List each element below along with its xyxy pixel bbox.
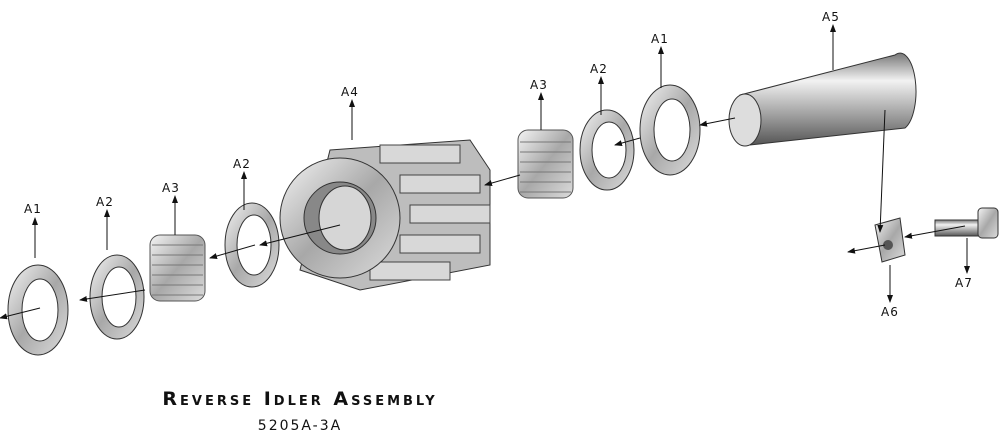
needle-bearing-a3-right <box>517 129 574 199</box>
cap-screw-a7 <box>934 207 999 239</box>
thrust-washer-a2-mid <box>224 202 280 288</box>
idler-shaft-a5 <box>728 52 917 147</box>
label-a5: A5 <box>822 10 840 24</box>
label-a3-right: A3 <box>530 78 548 92</box>
label-a2-mid: A2 <box>233 157 251 171</box>
lock-plate-a6 <box>874 217 906 263</box>
label-a6: A6 <box>881 305 899 319</box>
label-a1-left: A1 <box>24 202 42 216</box>
label-a1-right: A1 <box>651 32 669 46</box>
idler-gear-a4 <box>279 139 491 291</box>
assembly-arrows <box>0 109 966 320</box>
needle-bearing-a3-left <box>149 234 206 302</box>
label-a2-right: A2 <box>590 62 608 76</box>
diagram-title: Reverse Idler Assembly <box>162 388 438 410</box>
lock-washer-a1-left <box>7 264 69 356</box>
label-a7: A7 <box>955 276 973 290</box>
thrust-washer-a2-right <box>579 109 635 191</box>
thrust-washer-a2-left <box>89 254 145 340</box>
part-number: 5205A-3A <box>257 418 343 434</box>
label-a4: A4 <box>341 85 359 99</box>
lock-washer-a1-right <box>639 84 701 176</box>
label-leaders <box>32 24 970 303</box>
label-a3-left: A3 <box>162 181 180 195</box>
label-a2-left: A2 <box>96 195 114 209</box>
